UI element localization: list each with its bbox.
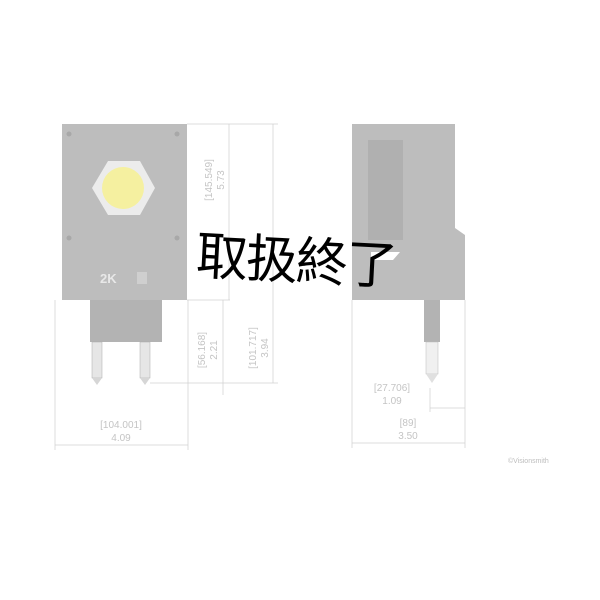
side-stem bbox=[424, 300, 440, 342]
total-height-mm: [101.717] bbox=[248, 327, 259, 369]
pin-length-in: 2.21 bbox=[209, 340, 220, 360]
screw-hole bbox=[174, 235, 180, 241]
pin-length-mm: [56.168] bbox=[197, 332, 208, 368]
watermark: ©Visionsmith bbox=[508, 458, 549, 465]
body-height-in: 5.73 bbox=[216, 170, 227, 190]
width-mm: [104.001] bbox=[100, 420, 142, 431]
pin-offset-mm: [27.706] bbox=[374, 383, 410, 394]
screw-hole bbox=[174, 131, 180, 137]
side-heatsink bbox=[368, 140, 403, 240]
side-dimension-lines bbox=[351, 300, 466, 448]
body-height-mm: [145.549] bbox=[204, 159, 215, 201]
led-lens bbox=[102, 167, 144, 209]
pin-left bbox=[91, 341, 103, 379]
front-label: 2K bbox=[100, 271, 117, 286]
side-slot bbox=[371, 252, 400, 260]
pin-right bbox=[139, 341, 151, 379]
pin-offset-in: 1.09 bbox=[382, 396, 402, 407]
screw-hole bbox=[66, 235, 72, 241]
side-pin-tip bbox=[426, 374, 438, 383]
depth-in: 3.50 bbox=[398, 431, 418, 442]
front-stem bbox=[90, 300, 162, 342]
front-dimension-lines bbox=[54, 123, 278, 450]
label-mark bbox=[137, 272, 147, 284]
front-view: 2K bbox=[62, 124, 187, 385]
pin-right-tip bbox=[140, 378, 150, 385]
total-height-in: 3.94 bbox=[260, 338, 271, 358]
side-pin bbox=[425, 341, 439, 375]
side-view bbox=[352, 124, 465, 383]
width-in: 4.09 bbox=[111, 433, 131, 444]
depth-mm: [89] bbox=[400, 418, 417, 429]
screw-hole bbox=[66, 131, 72, 137]
pin-left-tip bbox=[92, 378, 102, 385]
discontinued-overlay: 取扱終了 bbox=[194, 226, 398, 298]
